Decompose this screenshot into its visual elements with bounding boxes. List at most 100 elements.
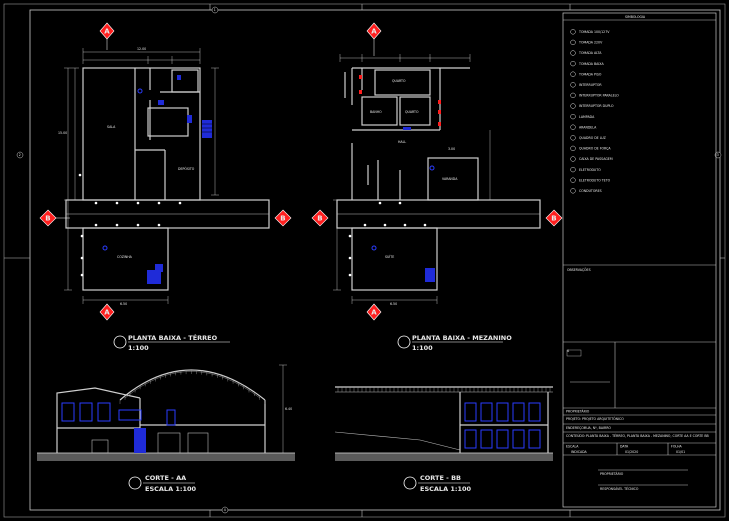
light-point-icon (80, 256, 84, 260)
svg-text:HALL: HALL (398, 140, 406, 144)
svg-text:12.00: 12.00 (137, 47, 146, 51)
section-aa: 6.40 (37, 364, 295, 461)
svg-text:3.00: 3.00 (448, 147, 455, 151)
title-block: SIMBOLOGIA TOMADA 100/127V TOMADA 220V TOM… (562, 12, 717, 508)
legend-symbol-icon (570, 39, 576, 46)
svg-text:4: 4 (224, 508, 226, 512)
svg-text:SUÍTE: SUÍTE (385, 254, 394, 259)
scale-label: ESCALA (566, 445, 579, 449)
address-value: RUA, Nº, BAIRRO (584, 426, 611, 430)
inner-border (29, 9, 721, 511)
svg-text:A: A (104, 27, 110, 35)
floor-plan-mezanino: QUARTO BANHO QUARTO HALL VARANDA SUÍTE 3… (333, 54, 541, 306)
legend-symbol-icon (570, 135, 576, 141)
legend-symbol-icon (570, 177, 576, 183)
legend-item-label: TOMADA 100/127V (578, 30, 610, 34)
section-bb-title: CORTE - BB ESCALA 1:100 (403, 474, 472, 493)
svg-text:A: A (371, 27, 377, 35)
legend-item-label: ARANDELA (579, 125, 597, 129)
light-point-icon (348, 234, 352, 238)
sheet-value: 01/01 (676, 450, 685, 454)
svg-text:VARANDA: VARANDA (442, 177, 458, 181)
legend-item-label: ELETRODUTO TETO (579, 178, 611, 182)
light-point-icon (348, 273, 352, 277)
legend-symbol-icon (570, 50, 576, 56)
legend-item: TOMADA PISO (570, 71, 602, 77)
section-marker-b-right-2: B (545, 209, 563, 227)
svg-text:B: B (317, 215, 322, 223)
legend-symbol-icon (570, 145, 576, 152)
legend-item-label: LAMPADA (579, 115, 595, 119)
legend-item-label: INTERRUPTOR DUPLO (579, 104, 614, 108)
light-point-icon (94, 223, 98, 227)
legend-item-label: TOMADA PISO (578, 72, 602, 76)
light-point-icon (136, 201, 140, 205)
grid-mark-top: 1 (211, 6, 219, 14)
legend-title: SIMBOLOGIA (625, 15, 646, 19)
legend-item: ARANDELA (570, 124, 597, 130)
light-point-icon (94, 201, 98, 205)
floor-plan-terreo: SALA DEPÓSITO COZINHA 12.00 15.00 6.50 (58, 47, 270, 306)
legend-item-label: CONDUTORES (579, 189, 602, 193)
project-label: PROJETO: (566, 417, 581, 421)
svg-text:QUARTO: QUARTO (392, 79, 406, 83)
light-point-icon (178, 201, 182, 205)
section-marker-b-left-1: B (39, 209, 70, 227)
svg-text:1: 1 (214, 8, 216, 12)
legend-symbol-icon (570, 29, 576, 35)
legend-item: TOMADA BAIXA (570, 60, 604, 67)
light-point-icon (403, 223, 407, 227)
legend-item: TOMADA 220V (570, 39, 603, 46)
light-point-icon (157, 223, 161, 227)
legend-item: QUADRO DE FORÇA (570, 145, 611, 152)
legend-item: TOMADA 100/127V (570, 29, 610, 35)
light-point-icon (363, 223, 367, 227)
svg-text:1:100: 1:100 (412, 344, 433, 352)
content-label: CONTEÚDO: (566, 433, 585, 438)
legend-symbol-icon (570, 71, 576, 77)
legend-item-label: INTERRUPTOR PARALELO (579, 94, 619, 98)
legend-item-label: TOMADA 220V (578, 41, 603, 45)
content-value: PLANTA BAIXA - TÉRREO, PLANTA BAIXA - ME… (586, 433, 709, 438)
legend-symbol-icon (570, 124, 576, 130)
svg-text:CORTE - AA: CORTE - AA (145, 474, 186, 482)
date-label: DATA (620, 445, 629, 449)
plan1-title: PLANTA BAIXA - TÉRREO 1:100 (113, 333, 230, 352)
svg-text:B: B (280, 215, 285, 223)
legend-symbol-icon (570, 92, 576, 99)
light-point-icon (80, 273, 84, 277)
svg-text:B: B (45, 215, 50, 223)
svg-text:A: A (371, 308, 377, 316)
legend-symbol-icon (570, 60, 576, 67)
grid-mark-left: 2 (16, 151, 24, 159)
signature-engineer: RESPONSÁVEL TÉCNICO (600, 486, 639, 491)
legend-symbol-icon (570, 82, 576, 88)
signature-owner: PROPRIETÁRIO (600, 471, 624, 476)
legend-symbol-icon (570, 166, 576, 173)
svg-text:PLANTA BAIXA - MEZANINO: PLANTA BAIXA - MEZANINO (412, 334, 512, 342)
section-marker-a-bottom-2: A (366, 303, 382, 321)
notes-label: OBSERVAÇÕES (567, 267, 591, 272)
section-marker-a-top-1: A (99, 22, 115, 50)
svg-text:COZINHA: COZINHA (117, 255, 133, 259)
legend-item: TOMADA ALTA (570, 50, 602, 56)
svg-text:CORTE - BB: CORTE - BB (420, 474, 461, 482)
section-marker-b-left-2: B (311, 209, 329, 227)
svg-text:A: A (104, 308, 110, 316)
legend-symbol-icon (570, 103, 576, 109)
section-marker-a-bottom-1: A (99, 303, 115, 321)
svg-text:QUARTO: QUARTO (405, 110, 419, 114)
light-point-icon (423, 223, 427, 227)
light-point-icon (383, 223, 387, 227)
svg-text:1:100: 1:100 (128, 344, 149, 352)
legend-item: LAMPADA (570, 113, 595, 120)
svg-text:ESCALA 1:100: ESCALA 1:100 (145, 485, 197, 493)
light-point-icon (348, 256, 352, 260)
legend-item-label: QUADRO DE LUZ (579, 136, 607, 140)
grid-mark-bottom: 4 (221, 506, 229, 514)
svg-text:2: 2 (19, 153, 21, 157)
section-bb (119, 370, 553, 461)
svg-text:PLANTA BAIXA - TÉRREO: PLANTA BAIXA - TÉRREO (128, 333, 218, 342)
svg-text:15.00: 15.00 (58, 131, 67, 135)
